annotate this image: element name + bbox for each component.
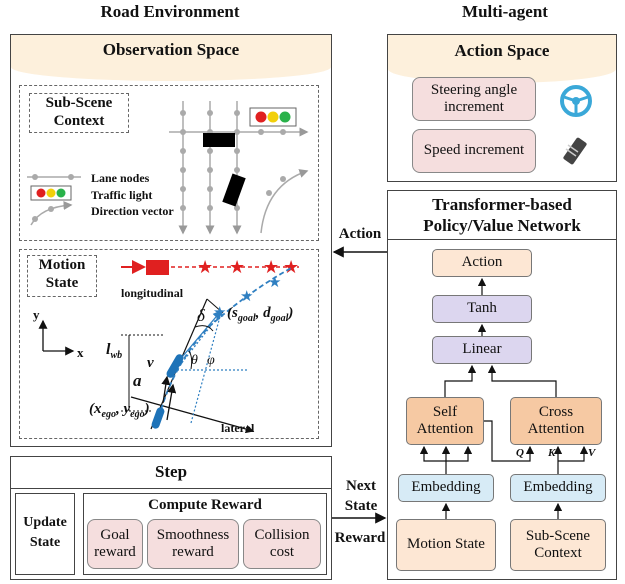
legend-lane-nodes: Lane nodes (91, 171, 150, 185)
observation-space-panel: Observation Space Sub-Scene Context Moti… (10, 34, 332, 447)
svg-text:★: ★ (263, 257, 279, 277)
subscene-box (19, 85, 319, 241)
update-state-box (15, 493, 75, 575)
q-label: Q (516, 447, 524, 459)
ego-label: (xego, yego) (89, 401, 150, 420)
network-title: Transformer-based Policy/Value Network (423, 195, 581, 235)
longitudinal-label: longitudinal (121, 286, 184, 300)
tanh-node: Tanh (432, 295, 532, 323)
svg-text:★: ★ (229, 257, 245, 277)
subscene-context-node: Sub-Scene Context (510, 519, 606, 571)
speed-increment-box: Speed increment (412, 129, 536, 173)
action-space-title: Action Space (454, 41, 550, 60)
update-state-label: Update State (23, 515, 67, 550)
x-axis-label: x (77, 345, 84, 360)
motion-state-node: Motion State (396, 519, 496, 571)
self-attention-node: Self Attention (406, 397, 484, 445)
traffic-light-legend-icon (30, 185, 72, 201)
theta-label: θ (191, 353, 198, 368)
red-stars: ★★★★ (197, 257, 299, 277)
network-connections (419, 277, 589, 519)
vehicle-tilted (222, 173, 246, 207)
step-title: Step (154, 462, 188, 481)
goal-reward-box: Goal reward (87, 519, 143, 569)
step-panel: Step Update State Compute Reward Goal re… (10, 456, 332, 580)
steering-increment-box: Steering angle increment (412, 77, 536, 121)
embedding-right-node: Embedding (510, 474, 606, 502)
observation-header-band (11, 35, 331, 81)
svg-text:★: ★ (283, 257, 299, 277)
goal-label: (sgoal, dgoal) (227, 305, 294, 324)
motion-state-box (19, 249, 319, 439)
svg-text:★: ★ (213, 305, 226, 321)
legend-direction-vector: Direction vector (91, 204, 174, 218)
lane-nodes-legend-icon (27, 174, 81, 180)
vehicle-horizontal (203, 133, 235, 147)
network-panel: Transformer-based Policy/Value Network A… (387, 190, 617, 580)
phi-label: φ (207, 353, 215, 368)
svg-text:★: ★ (240, 289, 253, 305)
cross-attention-node: Cross Attention (510, 397, 602, 445)
multi-agent-header: Multi-agent (462, 2, 548, 21)
lwb-label: lwb (106, 341, 123, 362)
v-label: v (147, 355, 154, 371)
lateral-label: lateral (221, 421, 255, 435)
svg-text:★: ★ (268, 275, 281, 291)
k-label: K (548, 447, 556, 459)
network-title-divider (388, 239, 616, 240)
legend-traffic-light: Traffic light (91, 188, 153, 202)
collision-cost-box: Collision cost (243, 519, 321, 569)
a-label: a (133, 371, 142, 390)
ego-rear-axle (151, 407, 165, 429)
red-vehicle (146, 260, 169, 275)
compute-reward-box (83, 493, 327, 575)
v-input-label: V (588, 447, 596, 459)
linear-node: Linear (432, 336, 532, 364)
ego-front-axle (166, 354, 184, 378)
direction-vector-legend-icon (30, 201, 73, 226)
next-state-label: Next State (344, 478, 378, 514)
observation-space-title: Observation Space (102, 40, 240, 59)
svg-text:★: ★ (197, 257, 213, 277)
action-arrow-label: Action (338, 226, 382, 242)
embedding-left-node: Embedding (398, 474, 494, 502)
network-action-node: Action (432, 249, 532, 277)
compute-reward-title: Compute Reward (148, 497, 262, 513)
y-axis-label: y (33, 307, 40, 322)
action-space-header-band (388, 35, 616, 83)
motion-label-box (27, 255, 97, 297)
action-space-panel: Action Space Steering angle increment Sp… (387, 34, 617, 182)
blue-stars: ★ ★ ★ (213, 275, 281, 321)
road-environment-header: Road Environment (100, 2, 240, 21)
speed-pedal-icon (563, 137, 587, 165)
observation-graphics: ★★★★ ★★★ (27, 101, 309, 434)
steering-wheel-icon (560, 85, 592, 117)
smoothness-reward-box: Smoothness reward (147, 519, 239, 569)
delta-label: δ (197, 306, 205, 325)
motion-label: Motion State (38, 257, 86, 291)
traffic-light-icon (249, 107, 297, 127)
subscene-label: Sub-Scene Context (45, 95, 113, 129)
step-title-divider (11, 488, 331, 489)
subscene-label-box (29, 93, 129, 133)
reward-arrow-label: Reward (334, 530, 386, 546)
